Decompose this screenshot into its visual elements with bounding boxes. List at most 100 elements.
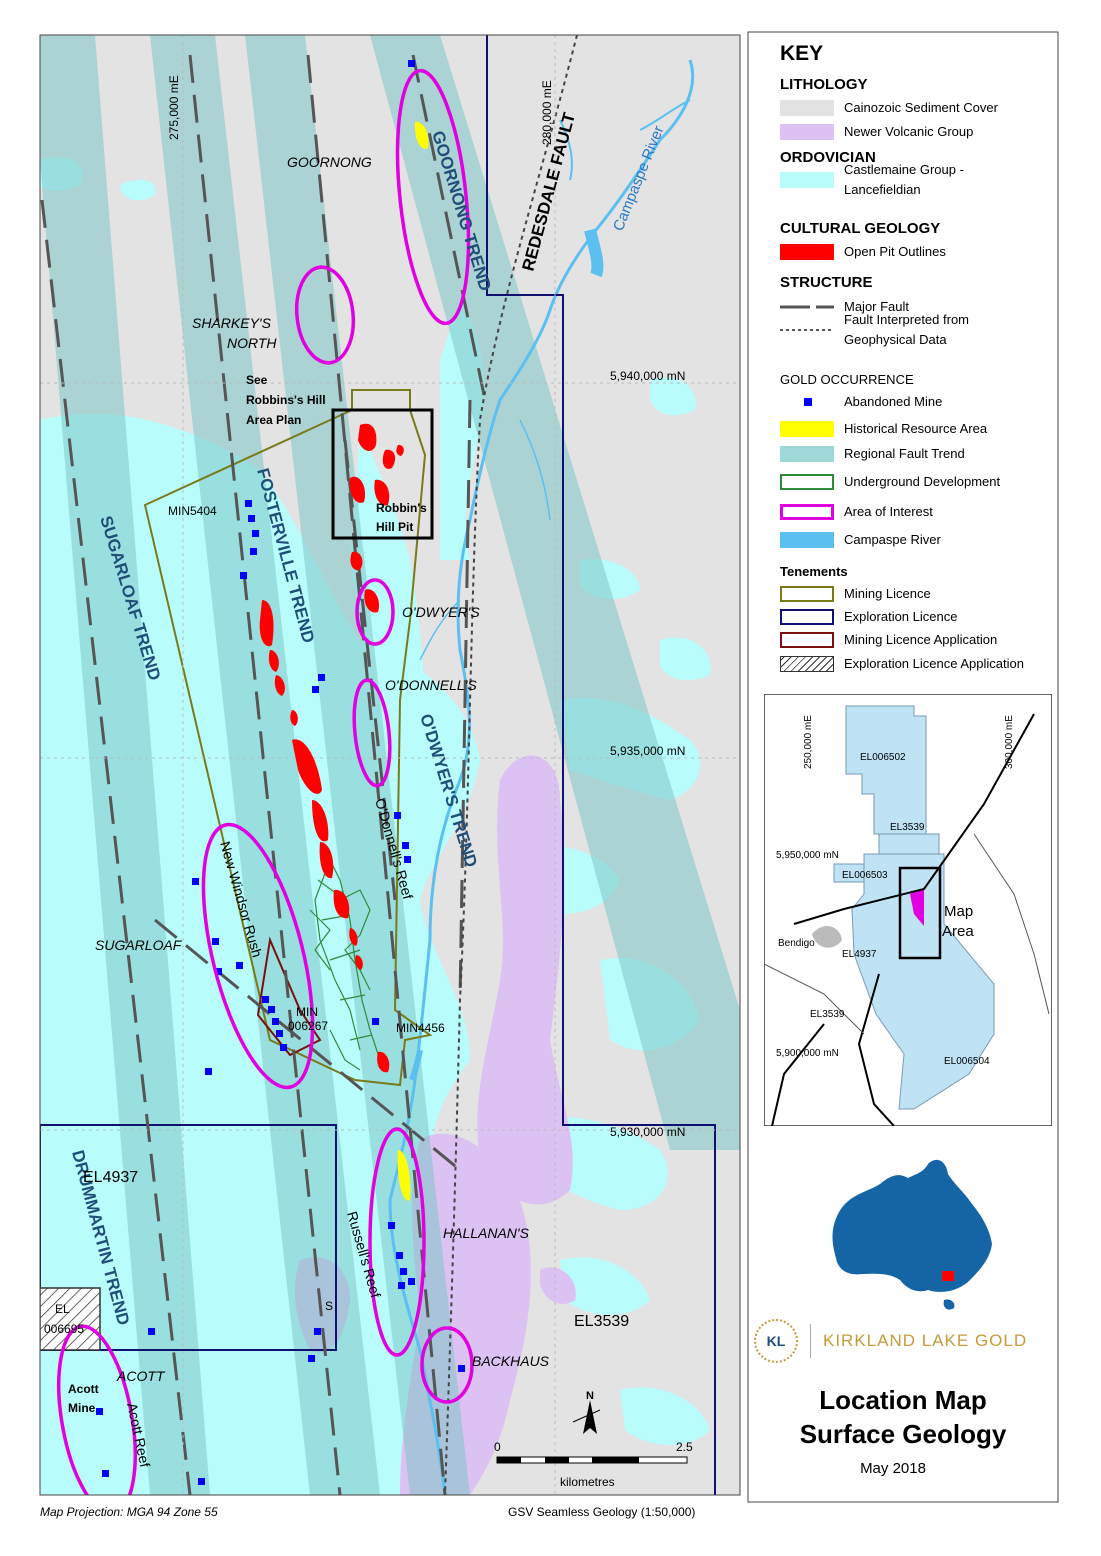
key-swatch — [780, 394, 834, 410]
goornong-label: GOORNONG — [287, 154, 372, 170]
key-item-historical-resource-area: Historical Resource Area — [780, 419, 987, 439]
inset-map-area-box — [898, 866, 942, 960]
robbins-hill-area-plan-box — [331, 408, 434, 540]
key-title: KEY — [780, 42, 824, 65]
key-label: Newer Volcanic Group — [844, 124, 974, 139]
acott-mine-label-line1: Acott — [68, 1382, 99, 1396]
key-swatch — [780, 322, 834, 338]
robbins-label-line2: Hill Pit — [376, 520, 413, 534]
inset-grid-5950000: 5,950,000 mN — [776, 850, 839, 861]
grid-5930000-label: 5,930,000 mN — [610, 1125, 685, 1139]
australia-locator — [832, 1159, 992, 1310]
key-swatch — [780, 124, 834, 140]
key-label: Underground Development — [844, 474, 1001, 489]
key-item-exploration-licence-application: Exploration Licence Application — [780, 654, 1024, 674]
see-label-line2: Robbins's Hill — [246, 393, 326, 407]
north-label: N — [586, 1390, 594, 1402]
locator-marker — [942, 1271, 954, 1281]
key-swatch — [780, 474, 834, 490]
title-date: May 2018 — [860, 1460, 926, 1477]
key-swatch — [780, 100, 834, 116]
key-swatch — [780, 172, 834, 188]
key-swatch — [780, 532, 834, 548]
tasmania — [943, 1299, 955, 1310]
key-item-fault-interpreted-from-geophysical-data: Fault Interpreted from Geophysical Data — [780, 312, 969, 347]
logo-letters: KL — [766, 1333, 786, 1349]
company-name: KIRKLAND LAKE GOLD — [823, 1331, 1028, 1350]
inset-bendigo: Bendigo — [778, 938, 815, 949]
grid-5940000-label: 5,940,000 mN — [610, 369, 685, 383]
grid-5935000-label: 5,935,000 mN — [610, 744, 685, 758]
robbins-label-line1: Robbin's — [376, 501, 427, 515]
hallanans-label: HALLANAN'S — [443, 1225, 530, 1241]
grid-280000-label: 280,000 mE — [540, 80, 554, 145]
s-label: S — [325, 1299, 333, 1313]
min006267-label-line1: MIN — [296, 1005, 318, 1019]
key-item-area-of-interest: Area of Interest — [780, 502, 933, 522]
scale-bar: 0 2.5 kilometres — [494, 1440, 693, 1489]
min5404-boundary — [143, 389, 433, 1087]
key-label: Campaspe River — [844, 532, 941, 547]
historical-resource-areas — [397, 121, 429, 1201]
sharkeys-label-line2: NORTH — [227, 335, 277, 351]
inset-map: 250,000 mE 300,000 mE 5,950,000 mN 5,900… — [764, 694, 1052, 1126]
el3539-boundary — [486, 35, 716, 1495]
scale-max: 2.5 — [676, 1440, 693, 1454]
key-label: Mining Licence — [844, 586, 931, 601]
min006267-label-line2: 006267 — [288, 1019, 328, 1033]
key-label: Exploration Licence Application — [844, 656, 1024, 671]
key-item-cainozoic-sediment-cover: Cainozoic Sediment Cover — [780, 98, 998, 118]
acott-label: ACOTT — [116, 1368, 166, 1384]
key-label: Exploration Licence — [844, 609, 958, 624]
key-label: Regional Fault Trend — [844, 446, 965, 461]
inset-el006503: EL006503 — [842, 870, 888, 881]
key-label: Area of Interest — [844, 504, 933, 519]
tenements — [40, 35, 716, 1495]
key-label: Mining Licence Application — [844, 632, 998, 647]
key-swatch — [780, 299, 834, 315]
inset-grid-250000: 250,000 mE — [803, 715, 814, 769]
key-item-castlemaine-group-lancefieldian: Castlemaine Group - Lancefieldian — [780, 162, 964, 197]
key-label: Historical Resource Area — [844, 421, 988, 436]
underground-development — [309, 849, 381, 1071]
projection-note: Map Projection: MGA 94 Zone 55 — [40, 1505, 218, 1519]
key-label: Abandoned Mine — [844, 394, 943, 409]
major-faults — [40, 54, 486, 1495]
key-swatch — [780, 586, 834, 602]
scale-zero: 0 — [494, 1440, 501, 1454]
sharkeys-label-line1: SHARKEY'S — [192, 315, 272, 331]
source-note: GSV Seamless Geology (1:50,000) — [508, 1505, 696, 1519]
areas-of-interest — [57, 68, 474, 1495]
north-arrow: N — [572, 1390, 601, 1434]
key-swatch — [780, 446, 834, 462]
goornong-trend-band — [370, 35, 740, 1150]
inset-grid-5900000: 5,900,000 mN — [776, 1048, 839, 1059]
inset-map-area-marker — [910, 888, 924, 926]
key-item-newer-volcanic-group: Newer Volcanic Group — [780, 122, 973, 142]
key-heading-gold-occurrence: GOLD OCCURRENCE — [780, 372, 914, 387]
odonnells-label: O'DONNELL'S — [385, 677, 477, 693]
key-item-underground-development: Underground Development — [780, 472, 1000, 492]
inset-map-label-line1: Map — [944, 903, 973, 920]
key-heading-cultural-geology: CULTURAL GEOLOGY — [780, 220, 941, 237]
inset-el006502: EL006502 — [860, 752, 906, 763]
inset-el4937: EL4937 — [842, 949, 877, 960]
australia-mainland — [832, 1159, 992, 1292]
key-label: Castlemaine Group - Lancefieldian — [844, 162, 964, 197]
open-pit-outlines — [259, 423, 404, 1073]
inset-el006504: EL006504 — [944, 1056, 990, 1067]
key-swatch — [780, 632, 834, 648]
inset-tenements — [833, 705, 995, 1110]
key-label: Cainozoic Sediment Cover — [844, 100, 998, 115]
el006695-label-line2: 006695 — [44, 1322, 84, 1336]
bendigo-urban — [812, 926, 842, 948]
odwyers-label: O'DWYER'S — [402, 604, 480, 620]
key-item-mining-licence: Mining Licence — [780, 584, 931, 604]
key-swatch — [780, 421, 834, 437]
key-item-regional-fault-trend: Regional Fault Trend — [780, 444, 965, 464]
el006695-application — [40, 1287, 101, 1351]
see-label-line1: See — [246, 373, 268, 387]
el4937-label: EL4937 — [83, 1169, 138, 1186]
